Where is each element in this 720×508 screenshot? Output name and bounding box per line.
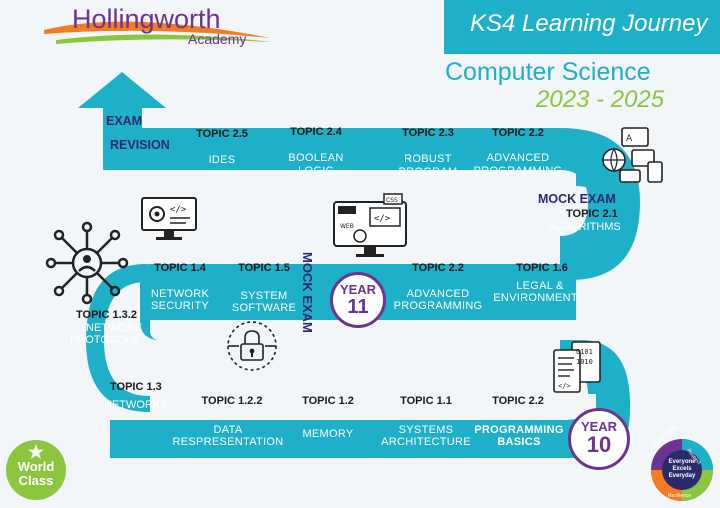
row2-topic-1: TOPIC 1.4 xyxy=(154,262,206,274)
revision-label: REVISION xyxy=(110,138,170,152)
row1-topic-1: TOPIC 2.5 xyxy=(196,128,248,140)
row1-topic-2: TOPIC 2.4 xyxy=(290,126,342,138)
values-line-2: Excels xyxy=(672,466,692,472)
swoosh-logo-icon xyxy=(44,21,272,44)
row3-topic-4: TOPIC 2.2 xyxy=(492,395,544,407)
row2-topic-2: TOPIC 1.5 xyxy=(238,262,290,274)
row1-label-3b: PROGRAM xyxy=(398,166,458,178)
svg-text:</>: </> xyxy=(374,214,391,224)
row2-label-4b: ENVIRONMENT... xyxy=(493,292,587,304)
padlock-circuit-icon xyxy=(227,321,277,371)
year-11-num: 11 xyxy=(347,296,369,318)
svg-text:1010: 1010 xyxy=(576,358,593,366)
year-10-num: 10 xyxy=(586,432,612,457)
row3-label-1b: RESPRESENTATION xyxy=(172,436,284,448)
row1-label-2b: LOGIC xyxy=(298,165,334,177)
row2-label-1b: SECURITY xyxy=(150,300,210,312)
row3-label-1a: DATA xyxy=(213,424,243,436)
row2-label-3a: ADVANCED xyxy=(406,288,470,300)
row1-label-4a: ADVANCED xyxy=(486,152,550,164)
year-11-word: YEAR xyxy=(339,282,377,297)
svg-text:0101: 0101 xyxy=(576,348,593,356)
left-label-a: NETWORK xyxy=(86,322,143,334)
row2-label-4a: LEGAL & xyxy=(516,280,564,292)
row3-label-3a: SYSTEMS xyxy=(398,424,454,436)
world-class-badge: ★ World Class xyxy=(6,440,66,500)
row2-label-2b: SOFTWARE xyxy=(231,302,297,314)
mock-exam-right-label: MOCK EXAM xyxy=(538,192,616,206)
svg-text:</>: </> xyxy=(170,205,187,215)
year-10-badge: YEAR 10 xyxy=(568,408,630,470)
school-name: Hollingworth xyxy=(72,4,221,34)
left-label-b: PROTOCOLS xyxy=(70,334,139,346)
svg-text:</>: </> xyxy=(558,382,571,390)
mock-right-label: ALGORITHMS xyxy=(548,221,621,233)
subject-title: Computer Science xyxy=(445,58,651,86)
row1-topic-4: TOPIC 2.2 xyxy=(492,127,544,139)
web-design-monitor-icon: CSS </> WEB xyxy=(333,193,407,257)
communication-devices-icon: A xyxy=(602,127,663,183)
networks-topic: TOPIC 1.3 xyxy=(110,381,162,393)
svg-text:A: A xyxy=(626,134,633,144)
row1-label-4b: PROGRAMMING xyxy=(473,165,563,177)
class-text: Class xyxy=(18,473,54,488)
row3-label-2a: MEMORY xyxy=(302,428,354,440)
years-title: 2023 - 2025 xyxy=(536,86,665,113)
row2-topic-3: TOPIC 2.2 xyxy=(412,262,464,274)
row1-label-2a: BOOLEAN xyxy=(288,152,344,164)
row2-label-3b: PROGRAMMING xyxy=(393,300,483,312)
code-documents-icon: 0101 1010 </> xyxy=(553,341,601,393)
networks-label: NETWORKS xyxy=(104,399,168,411)
title-box: KS4 Learning Journey xyxy=(444,0,720,54)
row1-label-3a: ROBUST xyxy=(404,153,452,165)
row1-label-1a: IDES xyxy=(208,154,236,166)
settings-code-monitor-icon: </> xyxy=(141,197,197,240)
row1-topic-3: TOPIC 2.3 xyxy=(402,127,454,139)
row3-label-4b: BASICS xyxy=(497,436,541,448)
values-ring-3: Resilience xyxy=(668,493,692,499)
row3-topic-1: TOPIC 1.2.2 xyxy=(201,395,263,407)
title-line: KS4 Learning Journey xyxy=(470,10,708,37)
road-arrow-head xyxy=(78,72,166,108)
row2-label-1a: NETWORK xyxy=(150,288,210,300)
row2-label-2a: SYSTEM xyxy=(240,290,288,302)
year-11-badge: YEAR 11 xyxy=(330,272,386,328)
svg-text:CSS: CSS xyxy=(386,197,398,204)
values-line-1: Everyone xyxy=(668,459,696,465)
row3-topic-2: TOPIC 1.2 xyxy=(302,395,354,407)
svg-text:WEB: WEB xyxy=(340,223,354,230)
values-badge xyxy=(651,439,713,501)
mock-right-topic: TOPIC 2.1 xyxy=(566,208,618,220)
year-10-word: YEAR xyxy=(580,419,618,434)
mock-exam-vertical: MOCK EXAM xyxy=(300,252,315,333)
values-line-3: Everyday xyxy=(668,473,696,479)
school-academy: Academy xyxy=(188,31,247,47)
row3-label-3b: ARCHITECTURE xyxy=(381,436,471,448)
row3-topic-3: TOPIC 1.1 xyxy=(400,395,452,407)
values-center: Everyone Excels Everyday xyxy=(664,459,700,480)
world-text: World xyxy=(17,459,55,474)
row2-topic-4: TOPIC 1.6 xyxy=(516,262,568,274)
left-topic: TOPIC 1.3.2 xyxy=(76,309,137,321)
network-user-icon xyxy=(45,221,129,305)
exam-label: EXAM xyxy=(106,114,143,128)
row3-label-4a: PROGRAMMING xyxy=(474,424,564,436)
